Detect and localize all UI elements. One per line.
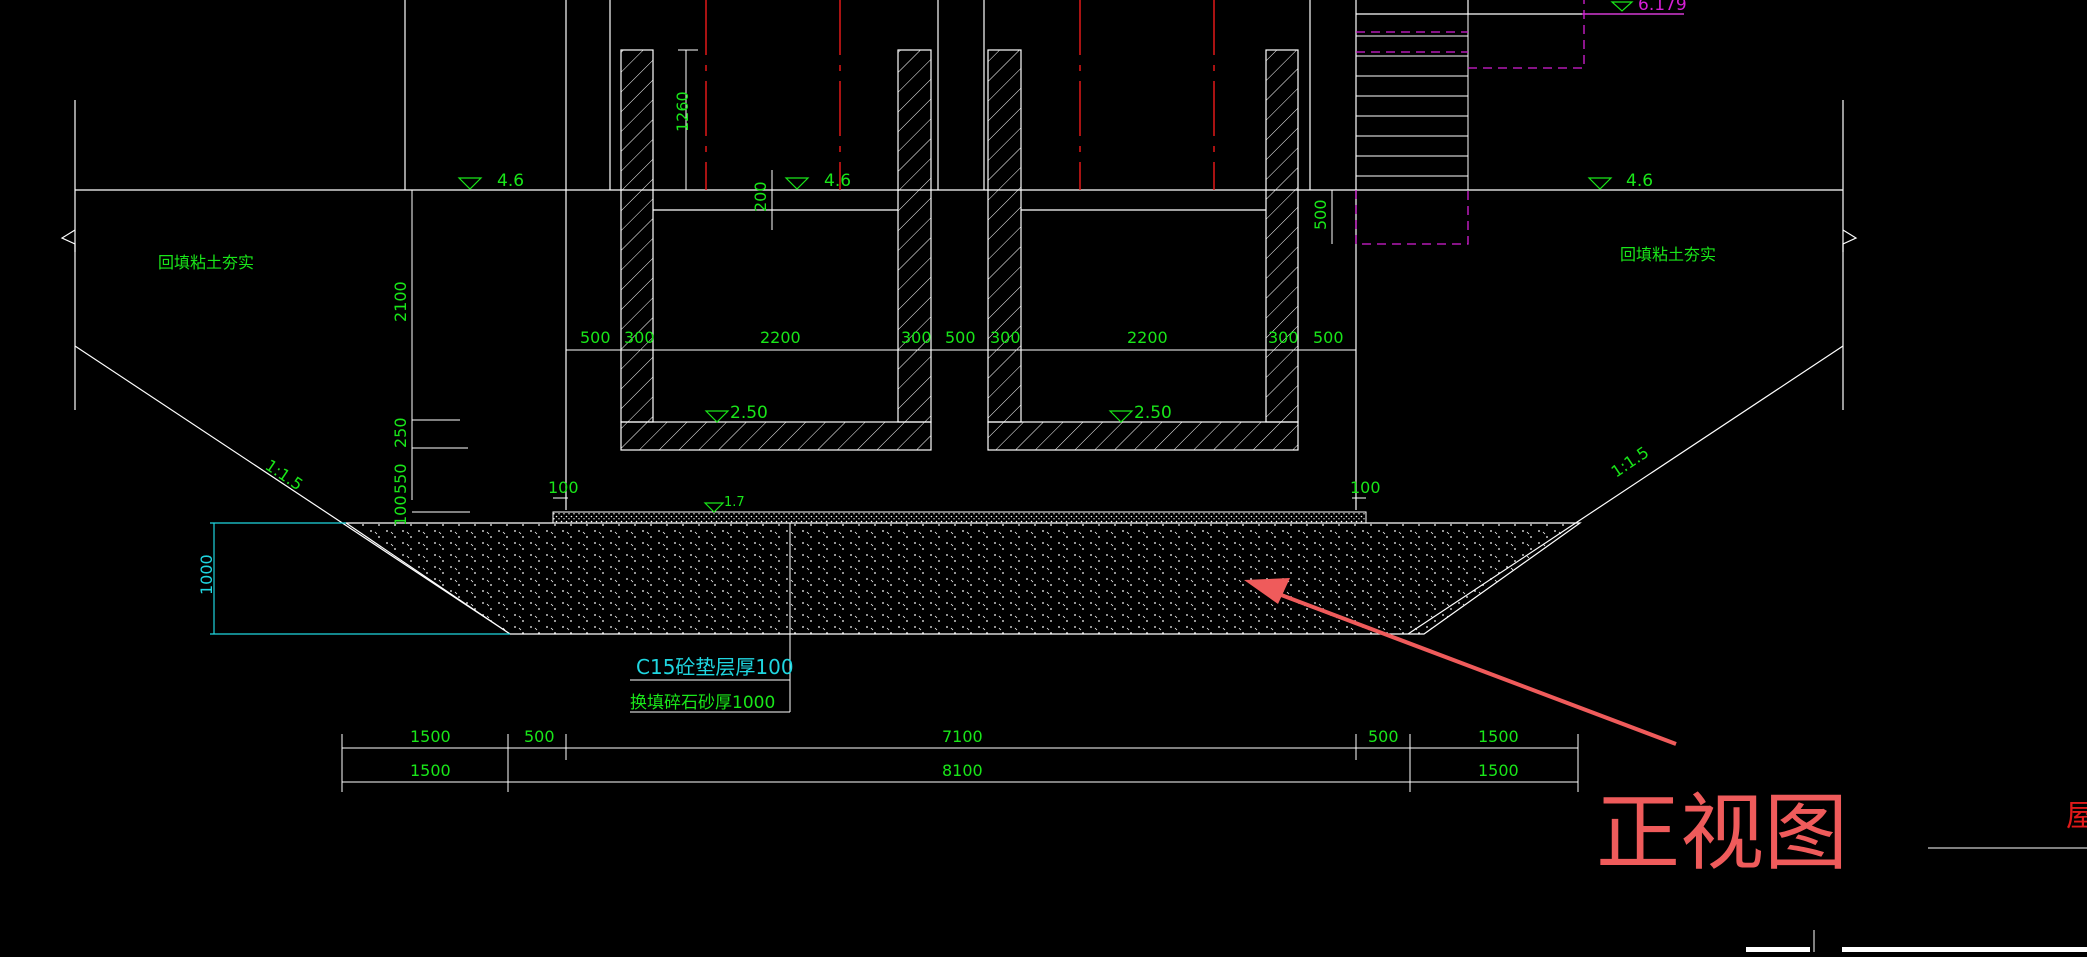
note-backfill-right: 回填粘土夯实 — [1620, 245, 1716, 264]
bottom-dim-lines — [341, 734, 1579, 792]
dim-2200b: 2200 — [1127, 328, 1168, 347]
dim-2200a: 2200 — [760, 328, 801, 347]
stair — [1355, 13, 1469, 191]
vertical-dims — [346, 49, 1333, 524]
dim-500c: 500 — [1313, 328, 1344, 347]
edge-mark-left — [1746, 947, 1810, 952]
ground-structure — [60, 0, 1858, 635]
bottom-r1-2: 500 — [524, 727, 555, 746]
slope-right: 1:1.5 — [1608, 443, 1653, 482]
foundation-layers — [344, 511, 1582, 635]
annotation-arrow — [1244, 578, 1677, 746]
magenta-outline — [1355, 0, 1585, 245]
dim-200: 200 — [751, 181, 770, 212]
level-symbols — [457, 1, 1634, 513]
cushion-dimension — [210, 522, 510, 635]
dim-100-offset-left: 100 — [548, 478, 579, 497]
dim-1000: 1000 — [197, 554, 216, 595]
level-pit-right: 2.50 — [1134, 403, 1172, 423]
dim-550: 550 — [391, 463, 410, 494]
bottom-r2-3: 1500 — [1478, 761, 1519, 780]
level-top-right: 6.179 — [1638, 0, 1687, 15]
dim-500b: 500 — [945, 328, 976, 347]
note-backfill-left: 回填粘土夯实 — [158, 253, 254, 272]
level-ground-left: 4.6 — [497, 171, 524, 191]
dim-300d: 300 — [1268, 328, 1299, 347]
pit-dims-line — [553, 349, 1366, 499]
note-c15: C15砼垫层厚100 — [636, 655, 794, 679]
dim-1260: 1260 — [673, 91, 692, 132]
dim-500a: 500 — [580, 328, 611, 347]
dim-2100: 2100 — [391, 281, 410, 322]
bottom-r1-5: 1500 — [1478, 727, 1519, 746]
level-ground-mid: 4.6 — [824, 171, 851, 191]
bottom-r1-4: 500 — [1368, 727, 1399, 746]
right-pit — [987, 49, 1299, 451]
level-ground-right: 4.6 — [1626, 171, 1653, 191]
dim-100-offset-right: 100 — [1350, 478, 1381, 497]
edge-mark-right — [1842, 947, 2087, 952]
note-gravel: 换填碎石砂厚1000 — [630, 693, 775, 713]
dim-250: 250 — [391, 417, 410, 448]
bottom-r1-3: 7100 — [942, 727, 983, 746]
dim-500-right: 500 — [1311, 199, 1330, 230]
bottom-r1-1: 1500 — [410, 727, 451, 746]
left-pit — [620, 49, 932, 451]
edge-char: 屋 — [2066, 799, 2087, 834]
annotation-title: 正视图 — [1596, 784, 1848, 882]
bottom-r2-2: 8100 — [942, 761, 983, 780]
center-lines — [705, 0, 1215, 190]
bottom-r2-1: 1500 — [410, 761, 451, 780]
level-pit-left: 2.50 — [730, 403, 768, 423]
level-base: 1.7 — [724, 495, 745, 510]
dim-300c: 300 — [990, 328, 1021, 347]
dim-100-left: 100 — [391, 495, 410, 526]
slope-left: 1:1.5 — [262, 456, 307, 495]
dim-300b: 300 — [901, 328, 932, 347]
dim-300a: 300 — [624, 328, 655, 347]
note-leader — [630, 523, 791, 713]
